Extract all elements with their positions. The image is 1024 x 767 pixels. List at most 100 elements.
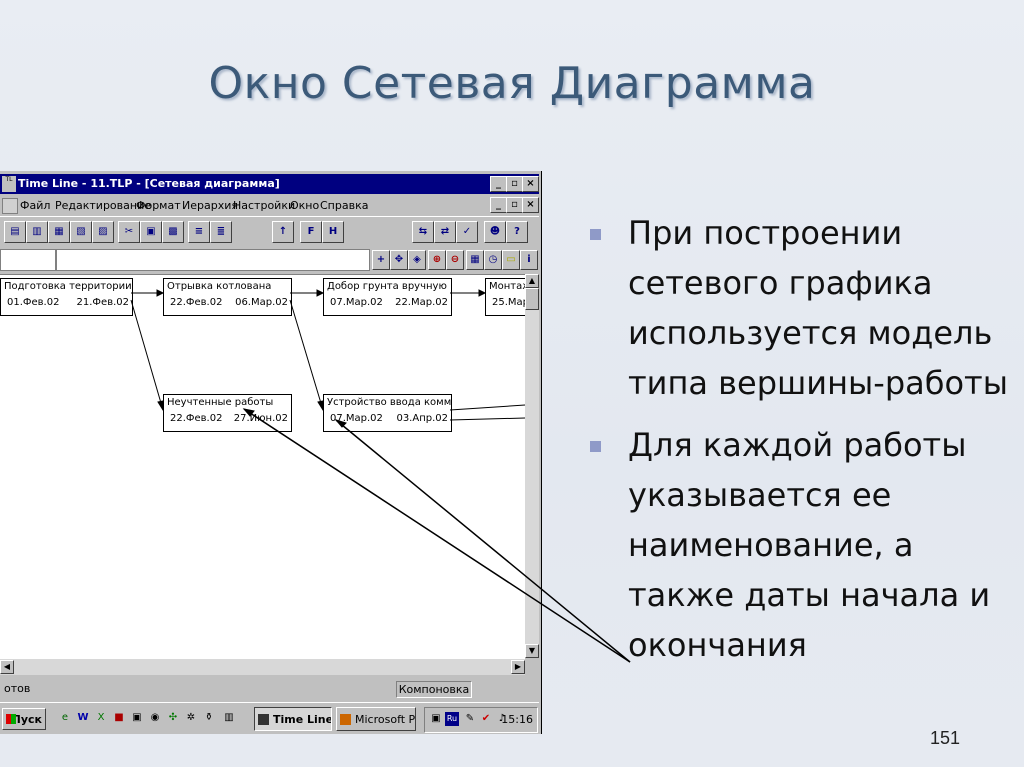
scroll-right-icon[interactable]: ▶ [511, 660, 525, 674]
menu-file[interactable]: Файл [20, 199, 51, 212]
tray-tool-icon[interactable]: ✎ [465, 713, 475, 724]
quicklaunch-access-icon[interactable]: ■ [114, 712, 124, 723]
cut-icon[interactable]: ✂ [118, 221, 140, 243]
print-icon[interactable]: ▦ [48, 221, 70, 243]
layout-icon[interactable]: ▦ [466, 250, 484, 270]
task-label: Time Line... [273, 713, 331, 726]
clipboard-icon[interactable]: ▩ [162, 221, 184, 243]
zoom-out-icon[interactable]: ⊖ [446, 250, 464, 270]
list-icon[interactable]: ≡ [188, 221, 210, 243]
task-timeline[interactable]: Time Line... [254, 707, 332, 731]
paste-icon[interactable]: ▣ [140, 221, 162, 243]
bullet-item: При построении сетевого графика использу… [588, 208, 1024, 408]
toolbar: ▤ ▥ ▦ ▧ ▨ ✂ ▣ ▩ ≡ ≣ ↑ F H ⇆ ⇄ ✓ ☻ ? [0, 216, 539, 247]
new-icon[interactable]: ▥ [26, 221, 48, 243]
quicklaunch-tools-icon[interactable]: ✲ [186, 712, 196, 723]
scroll-left-icon[interactable]: ◀ [0, 660, 14, 674]
task-name: Добор грунта вручную [327, 281, 447, 292]
quicklaunch-bag-icon[interactable]: ⚱ [204, 712, 214, 723]
task-node-unaccounted-works[interactable]: Неучтенные работы 22.Фев.02 27.Июн.02 [163, 394, 292, 432]
bullet-square-icon [590, 229, 601, 240]
assistant-icon[interactable]: ☻ [484, 221, 506, 243]
maximize-button[interactable]: ▫ [506, 176, 523, 192]
timeline-task-icon [258, 714, 269, 725]
link-icon[interactable]: ⇆ [412, 221, 434, 243]
task-name: Неучтенные работы [167, 397, 274, 408]
task-start-date: 01.Фев.02 [7, 297, 60, 308]
cell-reference-field[interactable] [0, 249, 56, 271]
task-node-site-preparation[interactable]: Подготовка территории 01.Фев.02 21.Фев.0… [0, 278, 133, 316]
scroll-up-icon[interactable]: ▲ [525, 274, 539, 288]
doc-close-button[interactable]: × [522, 197, 539, 213]
task-end-date: 27.Июн.02 [233, 413, 288, 424]
format-icon[interactable]: H [322, 221, 344, 243]
entry-field[interactable] [56, 249, 370, 271]
task-node-manual-trimming[interactable]: Добор грунта вручную 07.Мар.02 22.Мар.02 [323, 278, 452, 316]
quicklaunch-explorer-icon[interactable]: ◉ [150, 712, 160, 723]
quicklaunch-excel-icon[interactable]: X [97, 712, 105, 723]
scroll-thumb[interactable] [525, 288, 539, 310]
quicklaunch-ie-icon[interactable]: e [61, 712, 69, 723]
window-title: Time Line - 11.TLP - [Сетевая диаграмма] [18, 177, 280, 190]
task-start-date: 07.Мар.02 [330, 413, 383, 424]
info-icon[interactable]: i [520, 250, 538, 270]
sort-icon[interactable]: ↑ [272, 221, 294, 243]
tray-language-icon[interactable]: Ru [445, 712, 459, 726]
status-bar: отов Компоновка [0, 679, 539, 699]
font-icon[interactable]: F [300, 221, 322, 243]
task-start-date: 25.Мар [492, 297, 530, 308]
help-pointer-icon[interactable]: ? [506, 221, 528, 243]
task-node-excavation[interactable]: Отрывка котлована 22.Фев.02 06.Мар.02 [163, 278, 292, 316]
menu-help[interactable]: Справка [320, 199, 369, 212]
doc-maximize-button[interactable]: ▫ [506, 197, 523, 213]
system-tray: ▣ Ru ✎ ✔ ♪ 15:16 [424, 707, 538, 733]
task-powerpoint[interactable]: Microsoft Po... [336, 707, 416, 731]
note-icon[interactable]: ▭ [502, 250, 520, 270]
task-node-utility-inlet[interactable]: Устройство ввода коммуни 07.Мар.02 03.Ап… [323, 394, 452, 432]
unlink-icon[interactable]: ⇄ [434, 221, 456, 243]
close-button[interactable]: × [522, 176, 539, 192]
horizontal-scrollbar[interactable]: ◀ ▶ [0, 659, 525, 675]
start-label: Пуск [11, 713, 42, 726]
tray-speaker-icon[interactable]: ♪ [498, 713, 506, 724]
start-button[interactable]: Пуск [2, 708, 46, 730]
menu-edit[interactable]: Редактирование [55, 199, 151, 212]
quicklaunch-net-icon[interactable]: ✣ [168, 712, 178, 723]
quicklaunch-word-icon[interactable]: W [77, 712, 89, 723]
task-start-date: 07.Мар.02 [330, 297, 383, 308]
menu-settings[interactable]: Настройки [233, 199, 296, 212]
zoom-in-icon[interactable]: ⊕ [428, 250, 446, 270]
task-name: Монтаж [489, 281, 532, 292]
scroll-down-icon[interactable]: ▼ [525, 644, 539, 658]
add-node-icon[interactable]: + [372, 250, 390, 270]
menu-hierarchy[interactable]: Иерархия [182, 199, 238, 212]
slide-title: Окно Сетевая Диаграмма [208, 58, 816, 109]
clock-icon[interactable]: ◷ [484, 250, 502, 270]
network-diagram-canvas[interactable]: Подготовка территории 01.Фев.02 21.Фев.0… [0, 274, 536, 659]
doc-minimize-button[interactable]: _ [490, 197, 507, 213]
move-icon[interactable]: ✥ [390, 250, 408, 270]
vertical-scrollbar[interactable]: ▲ ▼ [525, 274, 539, 658]
menu-bar: Файл Редактирование Формат Иерархия Наст… [0, 196, 539, 214]
bullet-text: При построении сетевого графика использу… [628, 214, 1008, 402]
table-icon[interactable]: ▧ [70, 221, 92, 243]
menu-format[interactable]: Формат [136, 199, 181, 212]
document-icon[interactable] [2, 198, 18, 214]
status-mode: Компоновка [396, 681, 472, 698]
minimize-button[interactable]: _ [490, 176, 507, 192]
entry-bar: + ✥ ◈ ⊕ ⊖ ▦ ◷ ▭ i [0, 247, 539, 273]
task-end-date: 21.Фев.02 [76, 297, 129, 308]
task-end-date: 03.Апр.02 [396, 413, 448, 424]
bullet-item: Для каждой работы указывается ее наимено… [588, 420, 1024, 670]
indent-icon[interactable]: ≣ [210, 221, 232, 243]
quicklaunch-desktop-icon[interactable]: ▥ [224, 712, 234, 723]
wizard-icon[interactable]: ✓ [456, 221, 478, 243]
tray-check-icon[interactable]: ✔ [481, 713, 491, 724]
quicklaunch-folder-icon[interactable]: ▣ [132, 712, 142, 723]
window-titlebar: TL Time Line - 11.TLP - [Сетевая диаграм… [0, 174, 539, 194]
pan-icon[interactable]: ◈ [408, 250, 426, 270]
tray-monitor-icon[interactable]: ▣ [431, 713, 441, 724]
menu-window[interactable]: Окно [290, 199, 320, 212]
copy-icon[interactable]: ▤ [4, 221, 26, 243]
grid-icon[interactable]: ▨ [92, 221, 114, 243]
